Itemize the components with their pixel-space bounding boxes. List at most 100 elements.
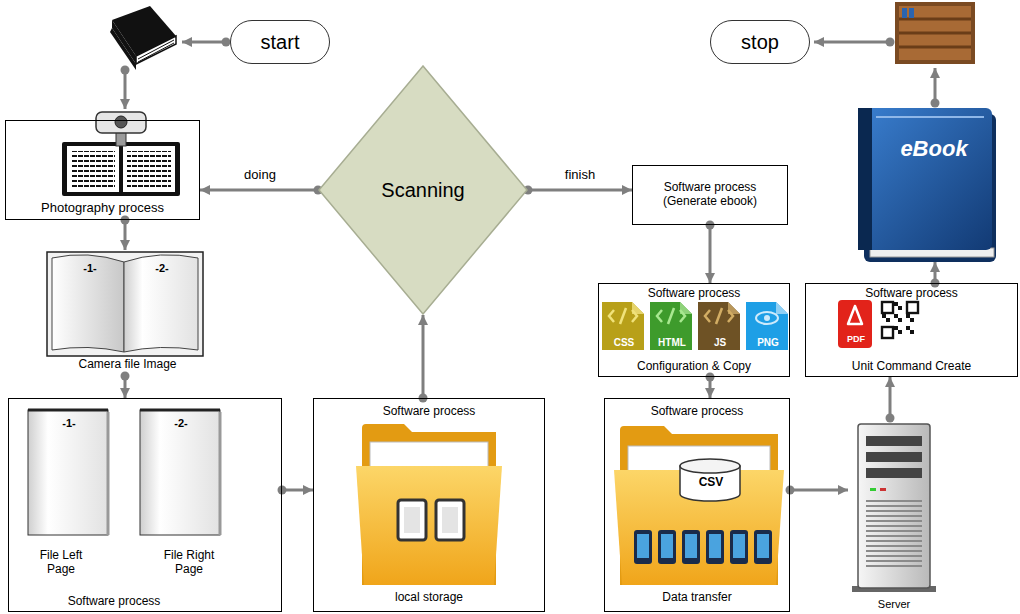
diamond-outline [319,66,527,314]
node-text: -2- [155,262,168,275]
qr-code [894,314,898,318]
flow-arrow [200,186,323,195]
flow-arrow [121,372,130,399]
flow-arrow [121,216,130,251]
open-book-image [52,255,124,352]
process-box: Photography process [5,120,200,220]
node-text: start [261,31,300,54]
connector-dot [121,372,130,381]
node-text: Software process (Generate ebook) [640,181,780,209]
flow-arrow [182,41,226,44]
node-text: Unit Command Create [852,360,971,374]
device-icon [733,534,745,558]
decision-diamond: Scanning [318,65,528,315]
node-text: PDF [847,334,865,344]
page-image [140,410,220,535]
server-node: Server [848,418,940,614]
flow-arrow [524,186,633,195]
qr-code [886,318,890,322]
qr-code [882,314,886,318]
ebook-cover [858,108,872,250]
node-text: Software process [651,405,744,419]
scanner-book [62,142,180,196]
scanner-book [123,146,175,192]
process-box: Software processCSSHTMLJSPNGConfiguratio… [598,283,790,377]
node-text: PNG [757,337,779,349]
page-image [219,412,222,535]
server-tower [866,452,922,462]
node-text: -1- [83,262,96,275]
file-type-icon [764,315,770,321]
flow-arrow [709,225,712,283]
ebook-cover [876,116,984,118]
ebook-cover [858,108,996,262]
open-book-image [47,252,203,356]
folder-icon [614,426,784,585]
flow-arrow [124,70,127,109]
qr-code [882,302,918,338]
open-book-image [47,252,203,356]
scanner-book [96,112,146,133]
server-tower [866,468,922,478]
process-box: Software processPDF Unit Command Create [805,283,1018,377]
qr-code [882,302,893,313]
file-type-icon [620,308,626,324]
node-text: Software process [383,405,476,419]
bookshelf [899,46,971,49]
file-type-icon [632,310,637,322]
node-text: Software process [865,287,958,301]
file-type-icon [756,312,778,324]
qr-code [894,302,898,306]
node-text: Photography process [41,201,164,216]
node-text: Data transfer [662,591,731,605]
ebook-cover [858,108,992,250]
node-text: Configuration & Copy [637,360,751,374]
flow-arrow [786,486,849,495]
file-type-icon [609,310,614,322]
server-tower [880,488,886,491]
process-box: Software process (Generate ebook) [632,165,788,225]
file-type-icon [657,310,662,322]
edge-label: doing [244,168,276,183]
scanner-book [115,116,127,128]
file-type-icon [716,308,722,324]
flow-arrow [200,189,318,192]
node-text: HTML [658,337,686,349]
flow-arrow [528,189,632,192]
folder-icon [614,470,784,585]
image-node: -1- -2- Camera file Image [45,250,210,376]
bookshelf [899,6,971,60]
device-icon [682,530,700,564]
qr-code [898,318,902,322]
scanner-book [127,151,171,188]
node-text: local storage [395,591,463,605]
device-icon [634,530,772,564]
node-text: Camera file Image [78,358,176,372]
scanner-book [67,146,119,192]
file-type-icon [776,302,788,314]
flow-arrow [422,315,425,398]
connector-dot [706,221,715,230]
qr-code [910,318,914,322]
start-terminal: start [230,20,330,64]
qr-code [898,330,902,334]
node-text: File Left Page [29,549,93,577]
page-image [28,409,108,412]
pdf-icon [838,300,872,348]
file-type-icon [657,308,685,324]
process-box: Software processCSVData transfer [604,398,790,612]
qr-code [906,314,910,318]
file-type-icon [746,302,788,350]
page-image [140,409,220,412]
flow-arrow [419,315,428,403]
node-text: eBook [900,136,967,161]
qr-code [898,306,902,310]
open-book-image [124,255,198,352]
file-type-icon [705,308,733,324]
scanner-book [116,132,126,146]
file-type-icon [668,308,674,324]
bookshelf [895,2,975,64]
qr-code [907,302,918,313]
